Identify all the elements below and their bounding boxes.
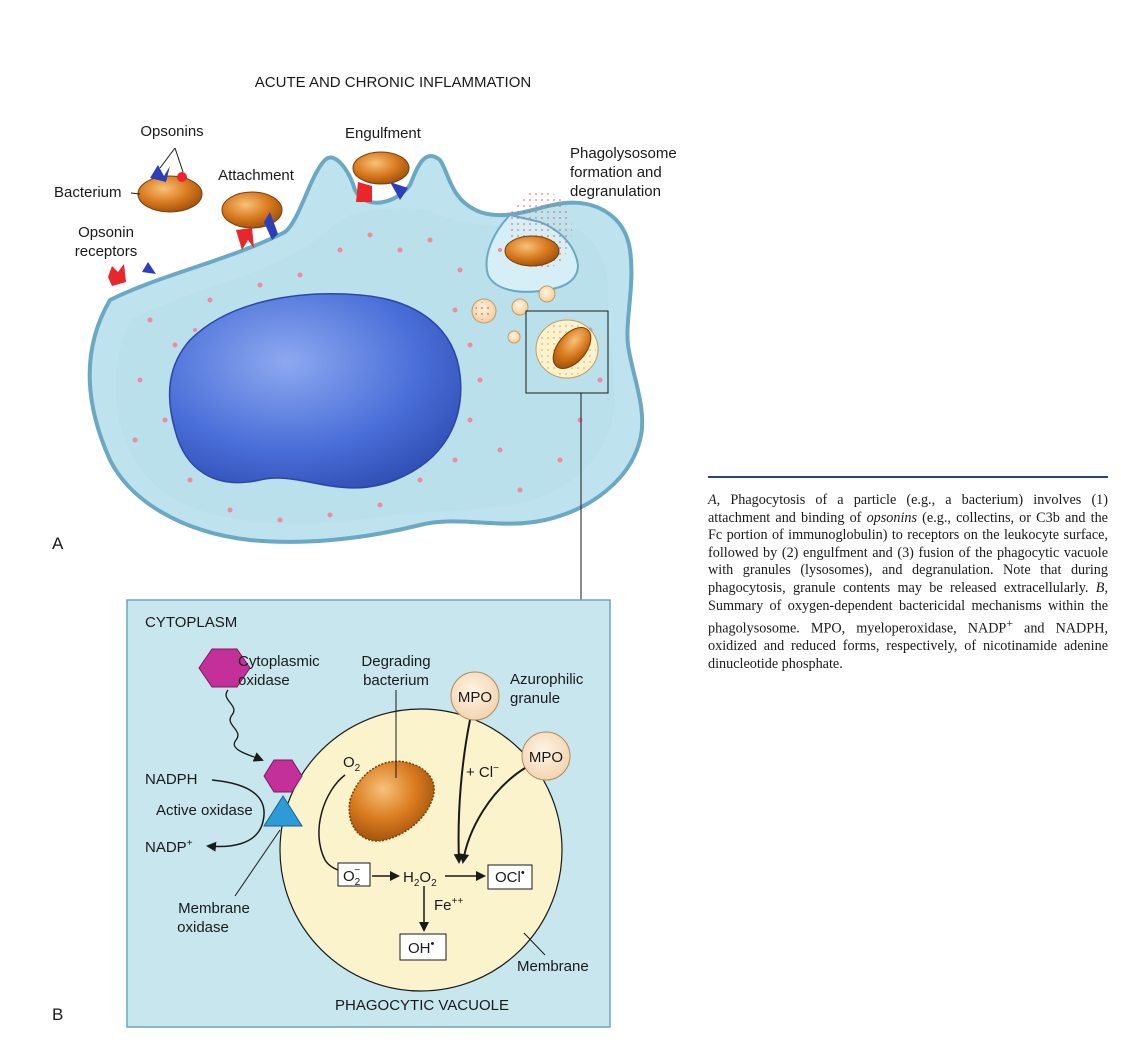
label-h2o2: H2O2 — [403, 869, 437, 889]
cytoplasmic-granules — [132, 232, 603, 523]
opsonins-leader — [159, 147, 176, 169]
label-active-oxidase: Active oxidase — [156, 802, 253, 819]
opsonin-red-icon — [177, 172, 187, 182]
lysosome-granules — [471, 285, 556, 344]
label-engulfment: Engulfment — [345, 125, 422, 142]
label-cyto-oxidase-2: oxidase — [238, 672, 290, 689]
label-cytoplasm: CYTOPLASM — [145, 614, 237, 631]
label-membrane-oxidase-1: Membrane — [178, 900, 250, 917]
label-nadph: NADPH — [145, 771, 198, 788]
label-mpo-1: MPO — [458, 689, 492, 706]
label-degrading-1: Degrading — [361, 653, 430, 670]
panel-letter-b: B — [52, 1005, 63, 1024]
label-o2: O2 — [343, 754, 361, 774]
label-fe: Fe++ — [434, 896, 463, 914]
label-membrane: Membrane — [517, 958, 589, 975]
label-phago-1: Phagolysosome — [570, 145, 677, 162]
attaching-bacterium — [221, 191, 283, 250]
mpo-arrow-1 — [453, 719, 471, 864]
membrane-oxidase-triangle-icon — [263, 795, 303, 827]
label-phago-3: degranulation — [570, 183, 661, 200]
label-phagocytic-vacuole: PHAGOCYTIC VACUOLE — [335, 997, 509, 1014]
caption-rule — [708, 476, 1108, 478]
phagocytic-vacuole — [279, 708, 563, 992]
label-azurophilic-2: granule — [510, 690, 560, 707]
bacterium-leader — [130, 192, 141, 195]
label-ocl: OCl• — [495, 867, 525, 886]
mpo-granule-2 — [521, 731, 571, 781]
free-bacterium — [137, 165, 203, 213]
label-cyto-oxidase-1: Cytoplasmic — [238, 653, 320, 670]
opsonins-leader-2 — [174, 147, 184, 173]
degrading-bacterium — [348, 760, 435, 842]
zoom-box — [525, 310, 609, 394]
label-oh: OH• — [408, 938, 435, 957]
label-attachment: Attachment — [218, 167, 295, 184]
nucleus — [168, 293, 462, 489]
cytoplasmic-oxidase-icon — [198, 648, 251, 688]
oh-box — [399, 933, 447, 961]
membrane-leader — [523, 932, 546, 956]
label-opsonin-receptors-1: Opsonin — [78, 224, 134, 241]
nadph-arrow — [206, 779, 265, 852]
phagolysosome-bacterium — [504, 235, 560, 267]
mpo-granule-1 — [450, 671, 500, 721]
label-azurophilic-1: Azurophilic — [510, 671, 584, 688]
figure-header: ACUTE AND CHRONIC INFLAMMATION — [255, 74, 531, 91]
label-opsonin-receptors-2: receptors — [75, 243, 138, 260]
label-degrading-2: bacterium — [363, 672, 429, 689]
label-mpo-2: MPO — [529, 749, 563, 766]
panel-letter-a: A — [52, 534, 64, 553]
phagolysosome-bacterium-2 — [552, 327, 592, 369]
ocl-box — [487, 864, 533, 890]
mpo-arrow-2 — [459, 767, 526, 864]
superoxide-box — [337, 862, 371, 887]
label-cl: + Cl− — [466, 763, 499, 781]
label-opsonins: Opsonins — [140, 123, 203, 140]
wavy-arrow — [225, 689, 264, 762]
figure-caption: A, Phagocytosis of a particle (e.g., a b… — [708, 492, 1108, 673]
engulfing-bacterium — [352, 151, 410, 202]
label-nadp: NADP+ — [145, 838, 193, 856]
active-oxidase-hexagon-icon — [263, 759, 303, 793]
label-superoxide: O2− — [343, 865, 361, 888]
label-bacterium: Bacterium — [54, 184, 122, 201]
opsonin-receptors — [108, 262, 156, 286]
label-phago-2: formation and — [570, 164, 662, 181]
membrane-oxidase-leader — [234, 829, 281, 897]
opsonin-blue-icon — [150, 165, 170, 182]
label-membrane-oxidase-2: oxidase — [177, 919, 229, 936]
